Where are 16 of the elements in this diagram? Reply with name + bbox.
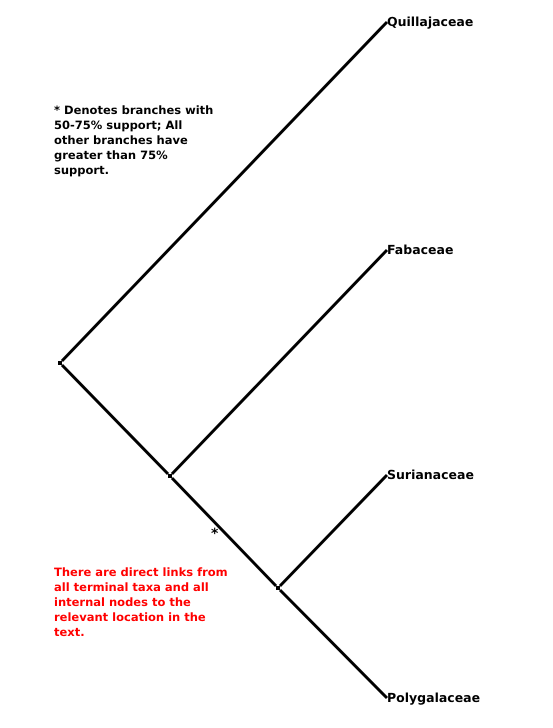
branch-line xyxy=(60,364,170,476)
internal-node-point xyxy=(168,474,172,478)
taxon-label: Polygalaceae xyxy=(387,690,480,706)
taxon-label: Surianaceae xyxy=(387,467,474,483)
internal-node-point xyxy=(58,361,62,365)
links-note: There are direct links from all terminal taxa and all internal nodes to the relevant location in the text. xyxy=(54,565,229,640)
support-note: * Denotes branches with 50-75% support; All other branches have greater than 75% support. xyxy=(54,103,214,178)
taxon-label: Quillajaceae xyxy=(387,14,474,30)
branch-line xyxy=(278,474,388,588)
branch-line xyxy=(170,248,388,476)
taxon-label: Fabaceae xyxy=(387,242,454,258)
support-asterisk: * xyxy=(211,527,218,541)
internal-node-point xyxy=(276,586,280,590)
branch-line xyxy=(278,588,388,700)
branch-line xyxy=(170,476,278,588)
branch-line xyxy=(60,20,388,362)
